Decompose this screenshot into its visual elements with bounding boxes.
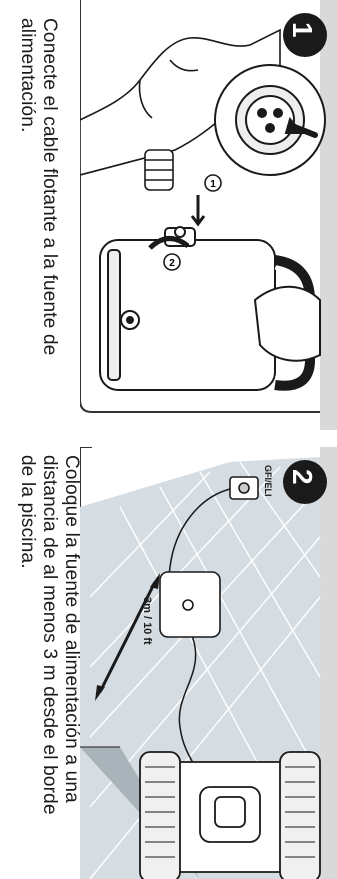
power-supply-box	[100, 227, 320, 390]
step-2-text-line-2: distancia de al menos 3 m desde el borde	[38, 455, 60, 815]
pool-robot	[140, 752, 320, 879]
power-supply-unit	[160, 572, 220, 637]
step-2-illustration: GFI/ELI 3m / 10 ft	[80, 447, 337, 879]
outlet-label: GFI/ELI	[263, 465, 273, 497]
step-2-number: 2	[288, 469, 316, 485]
step-1-sidebar	[320, 0, 337, 430]
svg-text:1: 1	[210, 179, 216, 190]
callout-1: 1	[192, 175, 221, 224]
step-1-number: 1	[288, 22, 316, 38]
power-outlet	[230, 477, 258, 499]
connector-zoom	[215, 65, 325, 175]
step-2-text-line-3: de la piscina.	[16, 455, 38, 569]
step-1-text-line-1: Conecte el cable flotante a la fuente de	[38, 18, 60, 356]
svg-text:2: 2	[169, 258, 175, 269]
step-2-text-line-1: Coloque la fuente de alimentación a una	[60, 455, 82, 803]
distance-label: 3m / 10 ft	[141, 597, 153, 645]
step-2-sidebar	[320, 447, 337, 879]
step-1-text-line-2: alimentación.	[16, 18, 38, 133]
step-1-illustration: 1 2	[80, 0, 337, 430]
